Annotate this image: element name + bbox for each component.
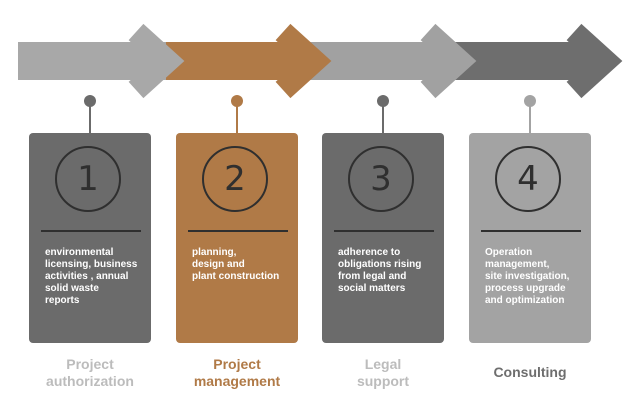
arrow-project-authorization xyxy=(18,23,185,99)
step-card-3: 3 adherence to obligations rising from l… xyxy=(322,133,444,343)
connector-4 xyxy=(524,95,536,133)
connector-3-dot xyxy=(377,95,389,107)
connector-3 xyxy=(377,95,389,133)
step-label-1: Project authorization xyxy=(46,356,134,389)
arrow-consulting-head xyxy=(566,23,623,99)
step-label-3: Legal support xyxy=(356,356,410,389)
card-divider xyxy=(481,230,581,232)
card-divider xyxy=(41,230,141,232)
step-label-4: Consulting xyxy=(493,364,567,380)
process-arrows xyxy=(18,23,623,133)
step-description: adherence to obligations rising from leg… xyxy=(338,247,422,294)
step-number-circle: 1 xyxy=(55,146,121,212)
connector-1 xyxy=(84,95,96,133)
connector-1-dot xyxy=(84,95,96,107)
step-number-circle: 2 xyxy=(202,146,268,212)
step-card-1: 1 environmental licensing, business acti… xyxy=(29,133,151,343)
step-description: Operation management, site investigation… xyxy=(485,247,570,306)
card-divider xyxy=(188,230,288,232)
card-divider xyxy=(334,230,434,232)
step-number-circle: 3 xyxy=(348,146,414,212)
step-label-2: Project management xyxy=(193,356,281,389)
connector-4-dot xyxy=(524,95,536,107)
arrow-legal-support-head xyxy=(420,23,477,99)
step-number-circle: 4 xyxy=(495,146,561,212)
arrow-project-management-head xyxy=(275,23,332,99)
step-card-4: 4 Operation management, site investigati… xyxy=(469,133,591,343)
step-description: planning, design and plant construction xyxy=(192,247,280,282)
connector-2 xyxy=(231,95,243,133)
step-card-2: 2 planning, design and plant constructio… xyxy=(176,133,298,343)
connector-2-dot xyxy=(231,95,243,107)
arrow-project-authorization-head xyxy=(128,23,185,99)
step-description: environmental licensing, business activi… xyxy=(45,247,138,306)
